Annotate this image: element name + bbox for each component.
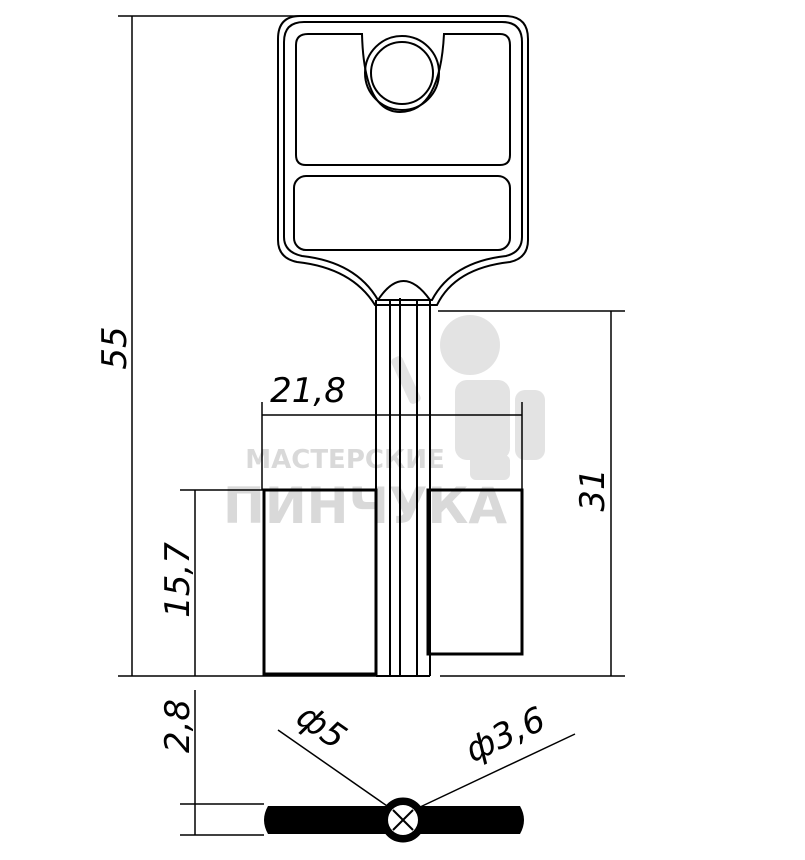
cross-section-blade-right xyxy=(416,806,524,834)
dimension-lines xyxy=(118,15,625,836)
key-head-lower-panel xyxy=(293,175,511,251)
key-head-outline xyxy=(277,15,529,306)
watermark-line-2: ПИНЧУКА xyxy=(223,477,507,535)
dim-label-diameter-small: ф3,6 xyxy=(459,699,551,770)
key-neck-arc xyxy=(377,280,431,301)
key-cross-section xyxy=(264,797,524,843)
dim-label-bit-height: 15,7 xyxy=(158,542,198,618)
key-hole-inner xyxy=(370,41,434,105)
cross-section-blade xyxy=(264,806,390,834)
key-head xyxy=(277,15,529,306)
key-hole-outer xyxy=(364,35,440,111)
key-head-inner-outline xyxy=(283,21,523,301)
key-head-upper-panel xyxy=(295,33,511,166)
key-bit-left xyxy=(262,488,378,676)
dim-label-diameter-large: ф5 xyxy=(289,696,353,758)
key-bits xyxy=(262,488,524,676)
dim-label-bit-width: 21,8 xyxy=(270,371,346,411)
dim-label-thickness: 2,8 xyxy=(158,699,198,753)
watermark: МАСТЕРСКИЕ ПИНЧУКА xyxy=(223,315,545,535)
dim-label-total-length: 55 xyxy=(95,326,135,369)
dim-label-shank-length: 31 xyxy=(573,468,613,511)
key-bit-right xyxy=(426,488,524,656)
watermark-line-1: МАСТЕРСКИЕ xyxy=(245,445,444,475)
